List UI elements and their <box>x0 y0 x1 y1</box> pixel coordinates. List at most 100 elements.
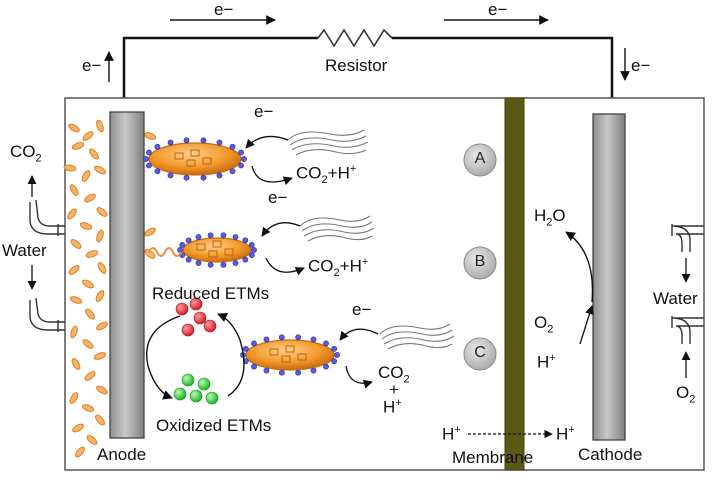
site-a-label: A <box>474 150 486 167</box>
etm-dot <box>278 334 285 341</box>
bacterium-rod <box>68 265 80 275</box>
etm-dot <box>251 247 257 253</box>
anode-water-inlet-pipe <box>29 297 65 332</box>
product-label-c-h: H+ <box>383 397 402 417</box>
cathode-water-outlet-pipe <box>671 224 704 252</box>
etm-dot <box>334 352 340 358</box>
etm-dot <box>185 237 192 244</box>
etm-dot <box>331 358 338 365</box>
reduced-etm-ball <box>193 311 207 325</box>
external-circuit <box>104 15 630 112</box>
etm-dot <box>232 260 239 266</box>
etm-dot <box>167 139 174 146</box>
bacterium-rod <box>144 249 156 259</box>
biofilm <box>63 119 157 458</box>
etm-dot <box>323 340 329 347</box>
etm-dot <box>251 363 257 370</box>
electron-label-left: e− <box>82 56 102 75</box>
bacterium-rod <box>84 193 96 203</box>
etm-dot <box>263 367 270 374</box>
bacterium-rod <box>84 371 96 381</box>
bacterium-rod <box>69 184 79 196</box>
proton-right-label: H+ <box>556 424 575 444</box>
proton-to-cathode-arrow <box>579 305 594 345</box>
etm-dot <box>216 139 223 146</box>
product-arrow-b <box>265 257 305 276</box>
etm-dot <box>310 336 317 343</box>
membrane <box>504 97 525 471</box>
etm-dot <box>242 256 249 263</box>
etm-dot <box>310 367 317 374</box>
bacterium-cell-direct <box>143 137 247 181</box>
etm-dot <box>220 261 227 268</box>
bacterium-rod <box>95 290 105 302</box>
membrane-label: Membrane <box>452 448 534 467</box>
bacterium-cell-mediator <box>240 334 340 376</box>
reduced-etm-ball <box>181 323 195 337</box>
etm-dot <box>143 156 149 162</box>
bacterium-rod <box>71 358 81 370</box>
product-label-a: CO2+H+ <box>296 163 357 187</box>
reduced-etm-ball <box>189 297 203 311</box>
o2-in-label: O2 <box>676 383 696 406</box>
bacterium-rod <box>82 131 94 141</box>
etm-cycle-arrow-left <box>146 315 181 400</box>
reduced-etm-ball <box>175 302 189 316</box>
product-label-c-co2: CO2 <box>378 363 410 386</box>
bacterium-rod <box>75 446 85 458</box>
etm-dot <box>146 149 152 156</box>
site-a-badge <box>463 143 497 177</box>
etm-dot <box>248 252 255 259</box>
bacterium-rod <box>86 435 98 445</box>
o2-cathode-label: O2 <box>534 313 554 336</box>
etm-dot <box>251 340 257 347</box>
etm-dot <box>229 168 236 175</box>
oxidized-etm-ball <box>173 387 187 401</box>
bacterium-rod <box>96 321 108 331</box>
product-label-b: CO2+H+ <box>308 256 369 280</box>
proton-left-label: H+ <box>442 424 461 444</box>
etm-dot <box>238 162 244 169</box>
etm-dot <box>154 143 161 150</box>
substrate-b <box>299 215 375 242</box>
bacterium-rod <box>96 207 108 217</box>
etm-dot <box>229 143 236 150</box>
site-c-badge <box>463 337 497 371</box>
site-c-label: C <box>474 344 486 361</box>
electron-label-c: e− <box>352 300 372 319</box>
electron-arrow-b <box>261 222 301 237</box>
electron-arrow-a <box>245 135 289 149</box>
cathode-electrode <box>592 113 626 441</box>
etm-dot <box>278 369 285 376</box>
oxidized-etm-ball <box>197 377 211 391</box>
etm-dot <box>263 336 270 343</box>
etm-dot <box>200 174 207 181</box>
bacterium-rod <box>96 385 108 395</box>
etm-dot <box>200 137 207 144</box>
co2-out-label: CO2 <box>10 142 42 165</box>
bacterium-rod <box>70 325 78 339</box>
bacterium-rod <box>79 222 93 230</box>
etm-dot <box>323 363 329 370</box>
etm-dot <box>331 345 338 352</box>
etm-dot <box>207 232 214 239</box>
product-label-c-plus: + <box>389 380 399 399</box>
etm-dot <box>238 149 244 156</box>
bacterium-cell-nanowire <box>177 232 257 268</box>
etm-dot <box>248 241 255 248</box>
bacterium-rod <box>67 208 77 220</box>
bacterium-rod <box>96 119 104 133</box>
anode-gas-outlet-pipe <box>29 199 65 236</box>
reduced-etms-label: Reduced ETMs <box>152 284 270 303</box>
substrate-c <box>379 323 455 350</box>
oxidized-etm-ball <box>189 389 203 403</box>
etm-dot <box>185 256 192 263</box>
etm-dot <box>154 168 161 175</box>
bacterium-rod <box>96 229 104 243</box>
product-arrow-a <box>251 165 293 186</box>
cathode-label: Cathode <box>578 445 643 464</box>
bacterium-rod <box>85 308 95 320</box>
water-out-label: Water <box>653 289 698 308</box>
oxidized-etms-label: Oxidized ETMs <box>156 416 272 435</box>
etm-dot <box>179 241 186 248</box>
